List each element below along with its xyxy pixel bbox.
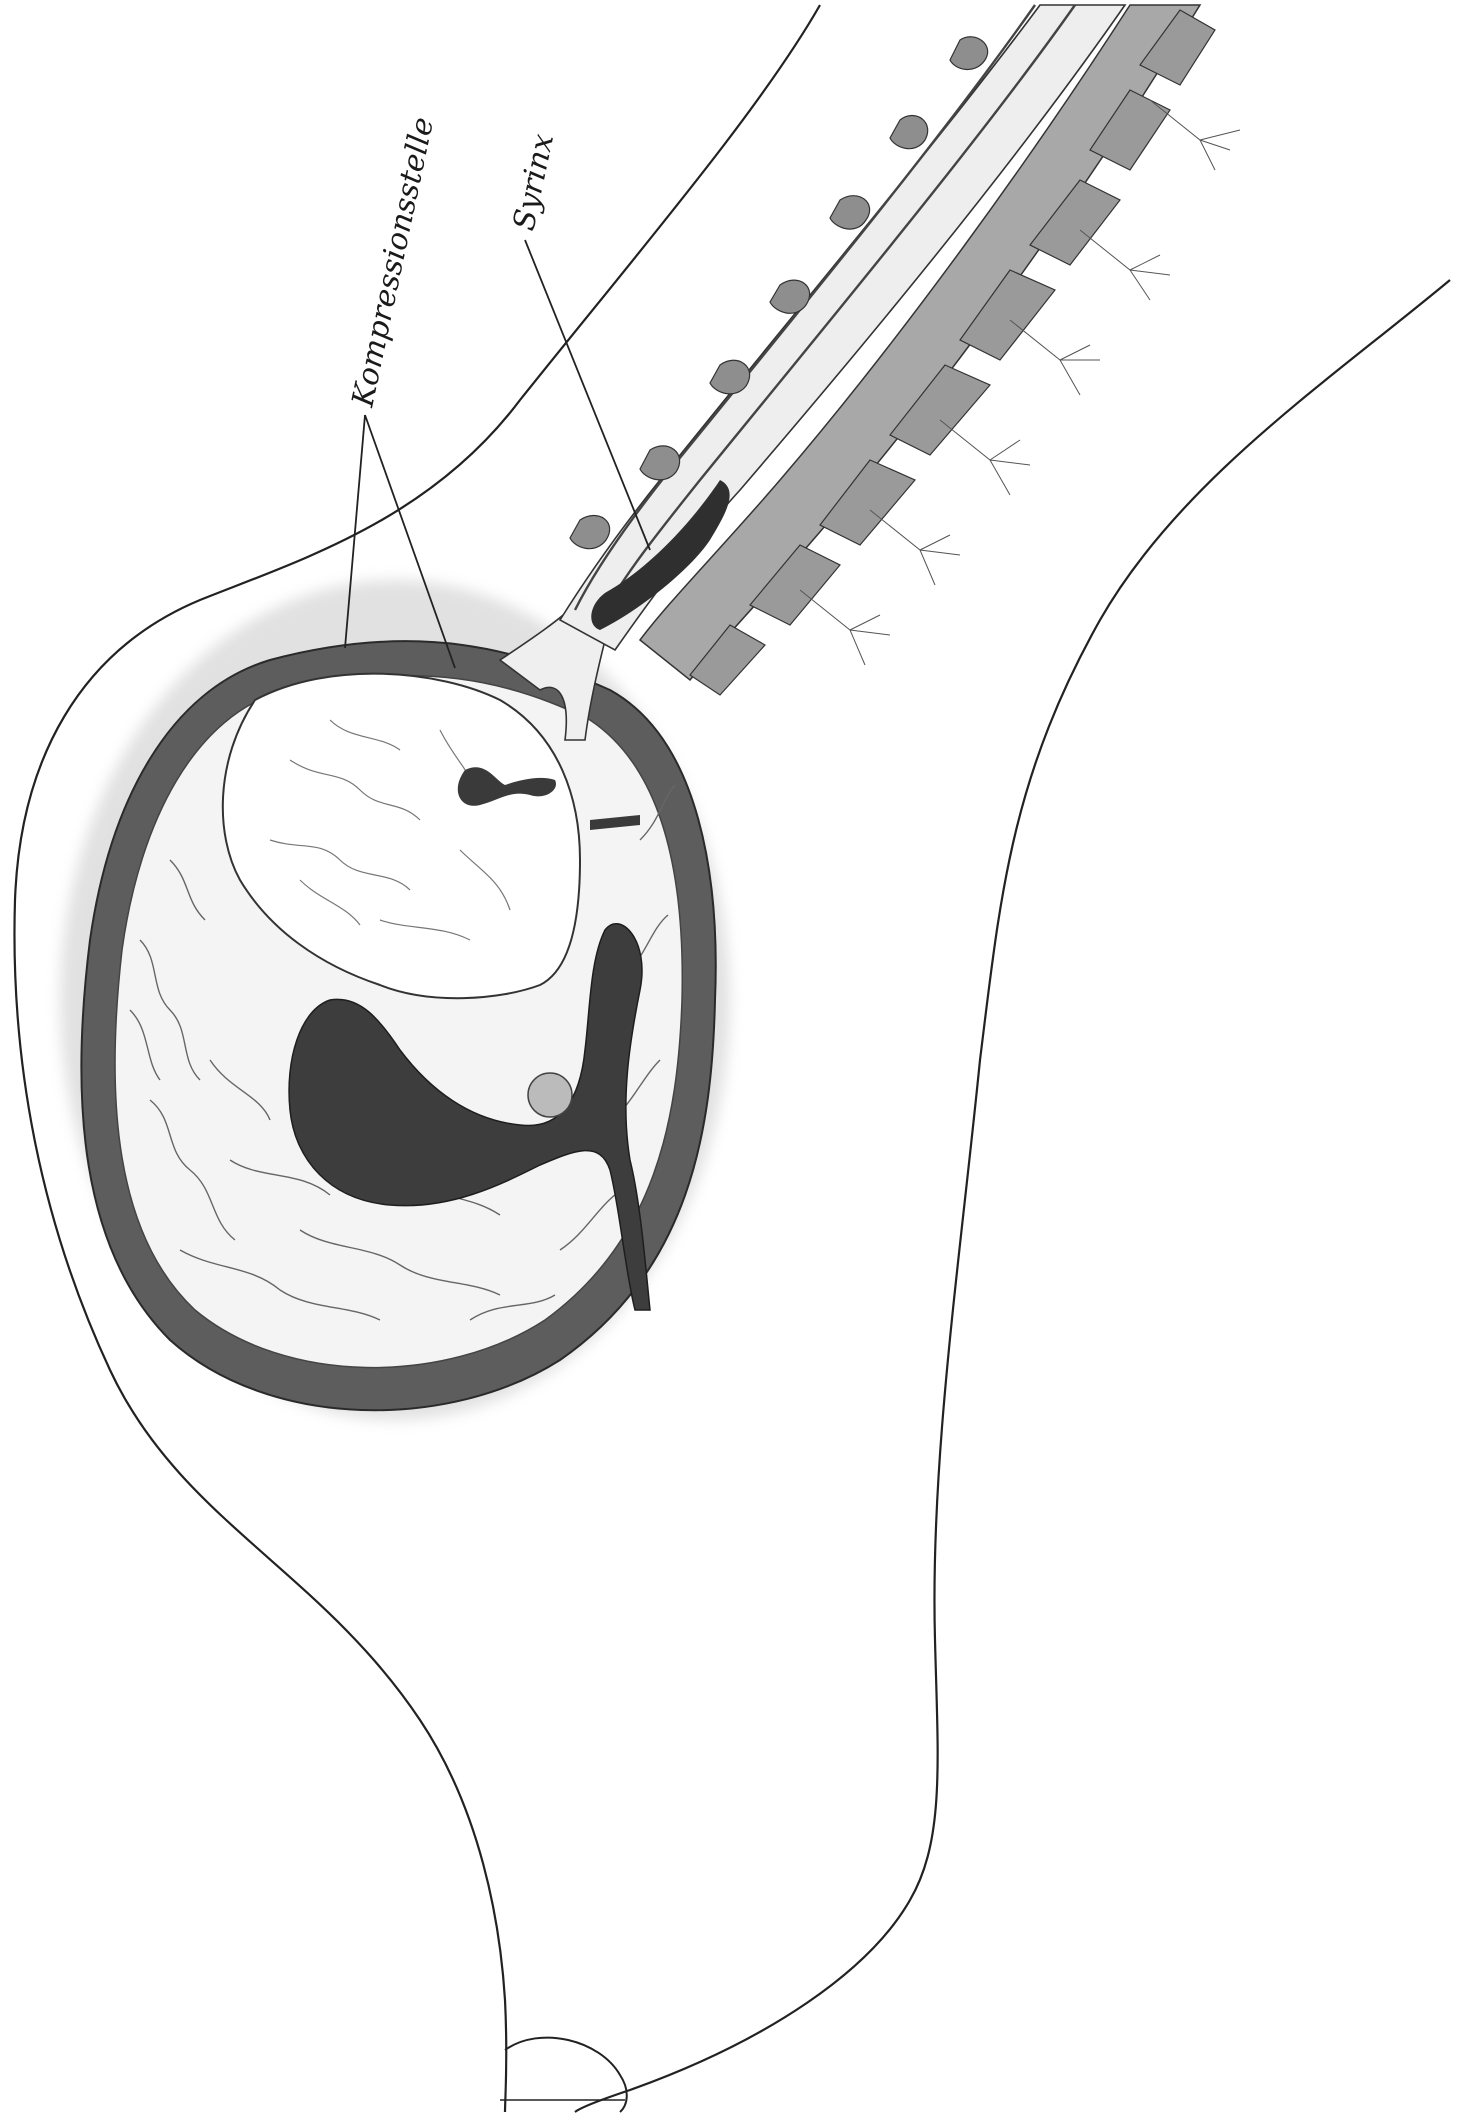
spinal-canal (560, 5, 1125, 650)
bottom-arc (505, 2038, 627, 2112)
label-compression: Kompressionsstelle (345, 114, 441, 411)
nodule (528, 1073, 572, 1117)
spinal-column (640, 5, 1215, 695)
syrinx-leader (525, 240, 650, 550)
label-syrinx: Syrinx (507, 131, 562, 234)
back-outline (575, 280, 1450, 2112)
dura-folds (570, 37, 988, 549)
